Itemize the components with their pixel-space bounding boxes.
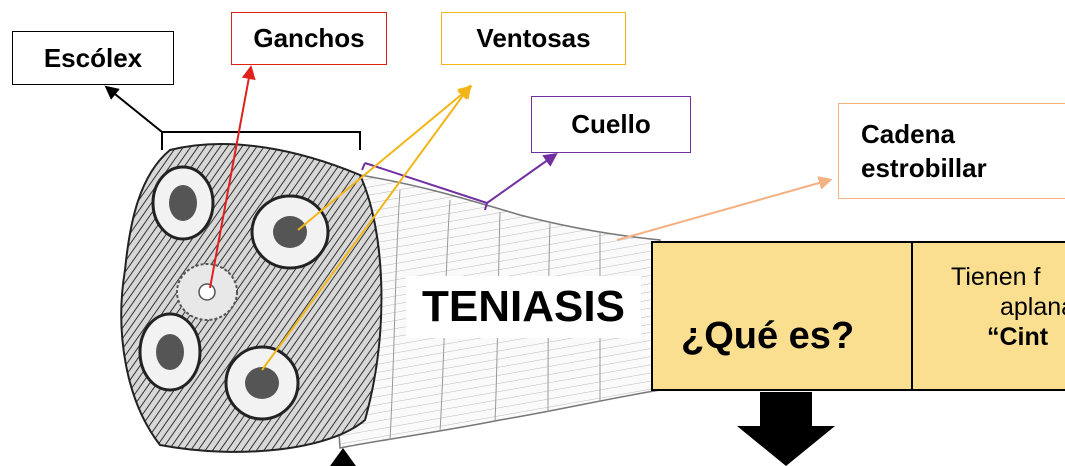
down-arrow-right [737, 392, 835, 466]
question-panel: ¿Qué es? [651, 241, 913, 391]
cadena-text-line2: estrobillar [861, 151, 987, 185]
escolex-arrow [110, 90, 162, 132]
escolex-text: Escólex [44, 43, 142, 74]
definition-panel: Tienen f aplana “Cint [911, 241, 1065, 391]
definition-line1: Tienen f [951, 262, 1040, 292]
cadena-text-line1: Cadena [861, 117, 987, 151]
ganchos-label: Ganchos [231, 12, 387, 65]
cuello-label: Cuello [531, 96, 691, 153]
cuello-text: Cuello [571, 109, 650, 140]
cuello-arrow [487, 157, 552, 203]
definition-line2: aplana [1000, 292, 1065, 322]
scolex-drawing [121, 144, 381, 452]
ventosas-label: Ventosas [441, 12, 626, 65]
ventosas-text: Ventosas [476, 23, 590, 54]
ganchos-text: Ganchos [253, 23, 364, 54]
page-title: TENIASIS [406, 276, 641, 338]
definition-line3: “Cint [987, 322, 1048, 352]
cadena-label: Cadena estrobillar [838, 103, 1065, 199]
escolex-label: Escólex [12, 31, 174, 85]
cadena-arrow [617, 181, 826, 240]
question-text: ¿Qué es? [681, 315, 854, 358]
down-arrow-left [330, 448, 356, 466]
